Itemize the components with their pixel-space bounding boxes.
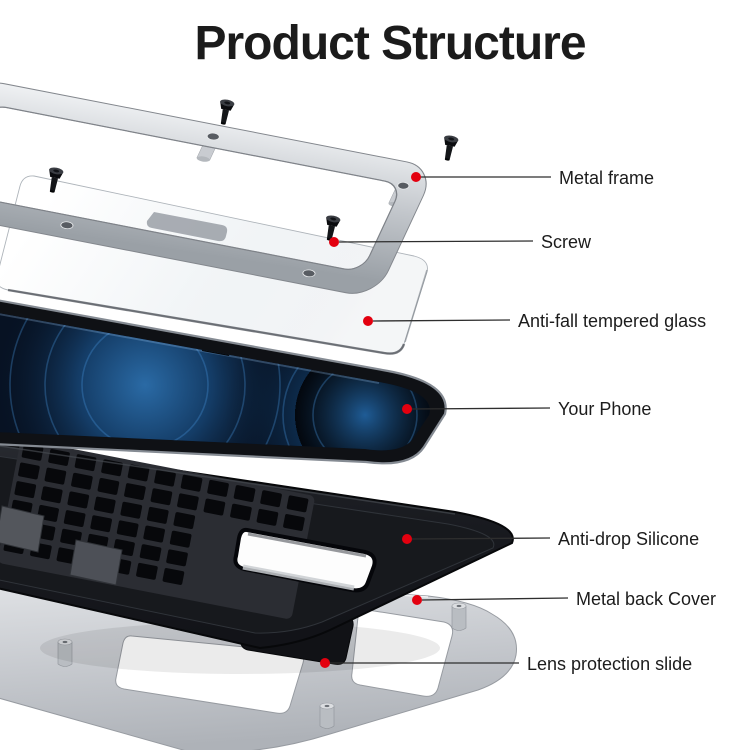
case-grid-cell xyxy=(18,462,40,480)
callout-label-your-phone: Your Phone xyxy=(558,399,652,419)
case-grid-cell xyxy=(283,514,305,531)
case-grid-cell xyxy=(93,496,116,514)
case-grid-cell xyxy=(154,469,176,487)
callout-label-tempered-glass: Anti-fall tempered glass xyxy=(518,311,707,331)
callout-dot-lens-protection-slide xyxy=(320,658,330,668)
case-grid-cell xyxy=(150,488,173,506)
leader-line xyxy=(411,537,551,540)
callout-dot-metal-back-cover xyxy=(412,595,422,605)
case-grid-cell xyxy=(116,520,139,538)
case-grid-cell xyxy=(230,503,252,521)
case-grid-cell xyxy=(40,486,63,504)
case-grid-cell xyxy=(136,562,158,580)
bumper-accent xyxy=(0,505,45,553)
case-rim-highlight xyxy=(0,445,456,515)
plate-post xyxy=(57,638,73,667)
case-grid-cell xyxy=(207,479,229,497)
case-grid-cell xyxy=(233,485,256,502)
case-grid-cell xyxy=(162,568,185,585)
callout-dot-anti-drop-silicone xyxy=(402,534,412,544)
case-grid-cell xyxy=(143,525,165,543)
frame-screw-hole xyxy=(60,132,410,278)
anti-drop-silicone-case-part xyxy=(0,439,514,650)
case-grid-cell xyxy=(90,515,112,533)
callout-dot-tempered-glass xyxy=(363,316,373,326)
case-grid-cell xyxy=(286,495,309,513)
callout-dot-screw xyxy=(329,237,339,247)
bumper-accent xyxy=(69,539,123,586)
case-grid-cell xyxy=(63,510,86,528)
case-grid-cell xyxy=(146,506,169,524)
case-grid-cell xyxy=(177,493,199,511)
case-grid-cell xyxy=(180,474,203,492)
case-grid-cell xyxy=(256,508,279,526)
case-grid-cell xyxy=(203,498,226,516)
case-grid-cell xyxy=(67,491,90,509)
glass-speaker-slot xyxy=(146,212,228,242)
leader-line xyxy=(421,597,569,601)
plate-post xyxy=(319,702,335,729)
case-grid-cell xyxy=(97,478,120,495)
case-grid-cell xyxy=(260,490,282,508)
glass-thickness-edge xyxy=(7,288,406,355)
case-grid-cell xyxy=(166,549,188,567)
callout-label-screw: Screw xyxy=(541,232,592,252)
plate-post xyxy=(451,602,467,631)
camera-cutout xyxy=(233,527,377,593)
metal-frame-part xyxy=(0,82,427,294)
case-grid-cell xyxy=(71,472,93,490)
callout-label-metal-back-cover: Metal back Cover xyxy=(576,589,717,609)
case-grid xyxy=(3,443,309,585)
case-grid-cell xyxy=(44,467,67,485)
callout-dot-your-phone xyxy=(402,404,412,414)
case-grid-cell xyxy=(127,464,150,482)
case-grid-cell xyxy=(120,501,143,519)
callout-label-metal-frame: Metal frame xyxy=(559,168,655,188)
screw-part xyxy=(215,98,235,126)
leader-line xyxy=(338,240,534,243)
case-grid-cell xyxy=(173,512,196,529)
page-title: Product Structure xyxy=(194,17,586,70)
callouts-overlay xyxy=(320,172,569,668)
case-grid-cell xyxy=(169,530,192,548)
callout-label-anti-drop-silicone: Anti-drop Silicone xyxy=(558,529,700,549)
callout-label-lens-protection-slide: Lens protection slide xyxy=(527,654,693,674)
leader-line xyxy=(411,407,551,410)
case-grid-cell xyxy=(14,481,37,499)
callout-dot-metal-frame xyxy=(411,172,421,182)
case-grid-cell xyxy=(124,483,146,501)
screw-part xyxy=(439,134,459,162)
leader-line xyxy=(372,319,511,322)
case-grid-cell xyxy=(21,443,44,461)
case-grid-cell xyxy=(139,544,162,562)
